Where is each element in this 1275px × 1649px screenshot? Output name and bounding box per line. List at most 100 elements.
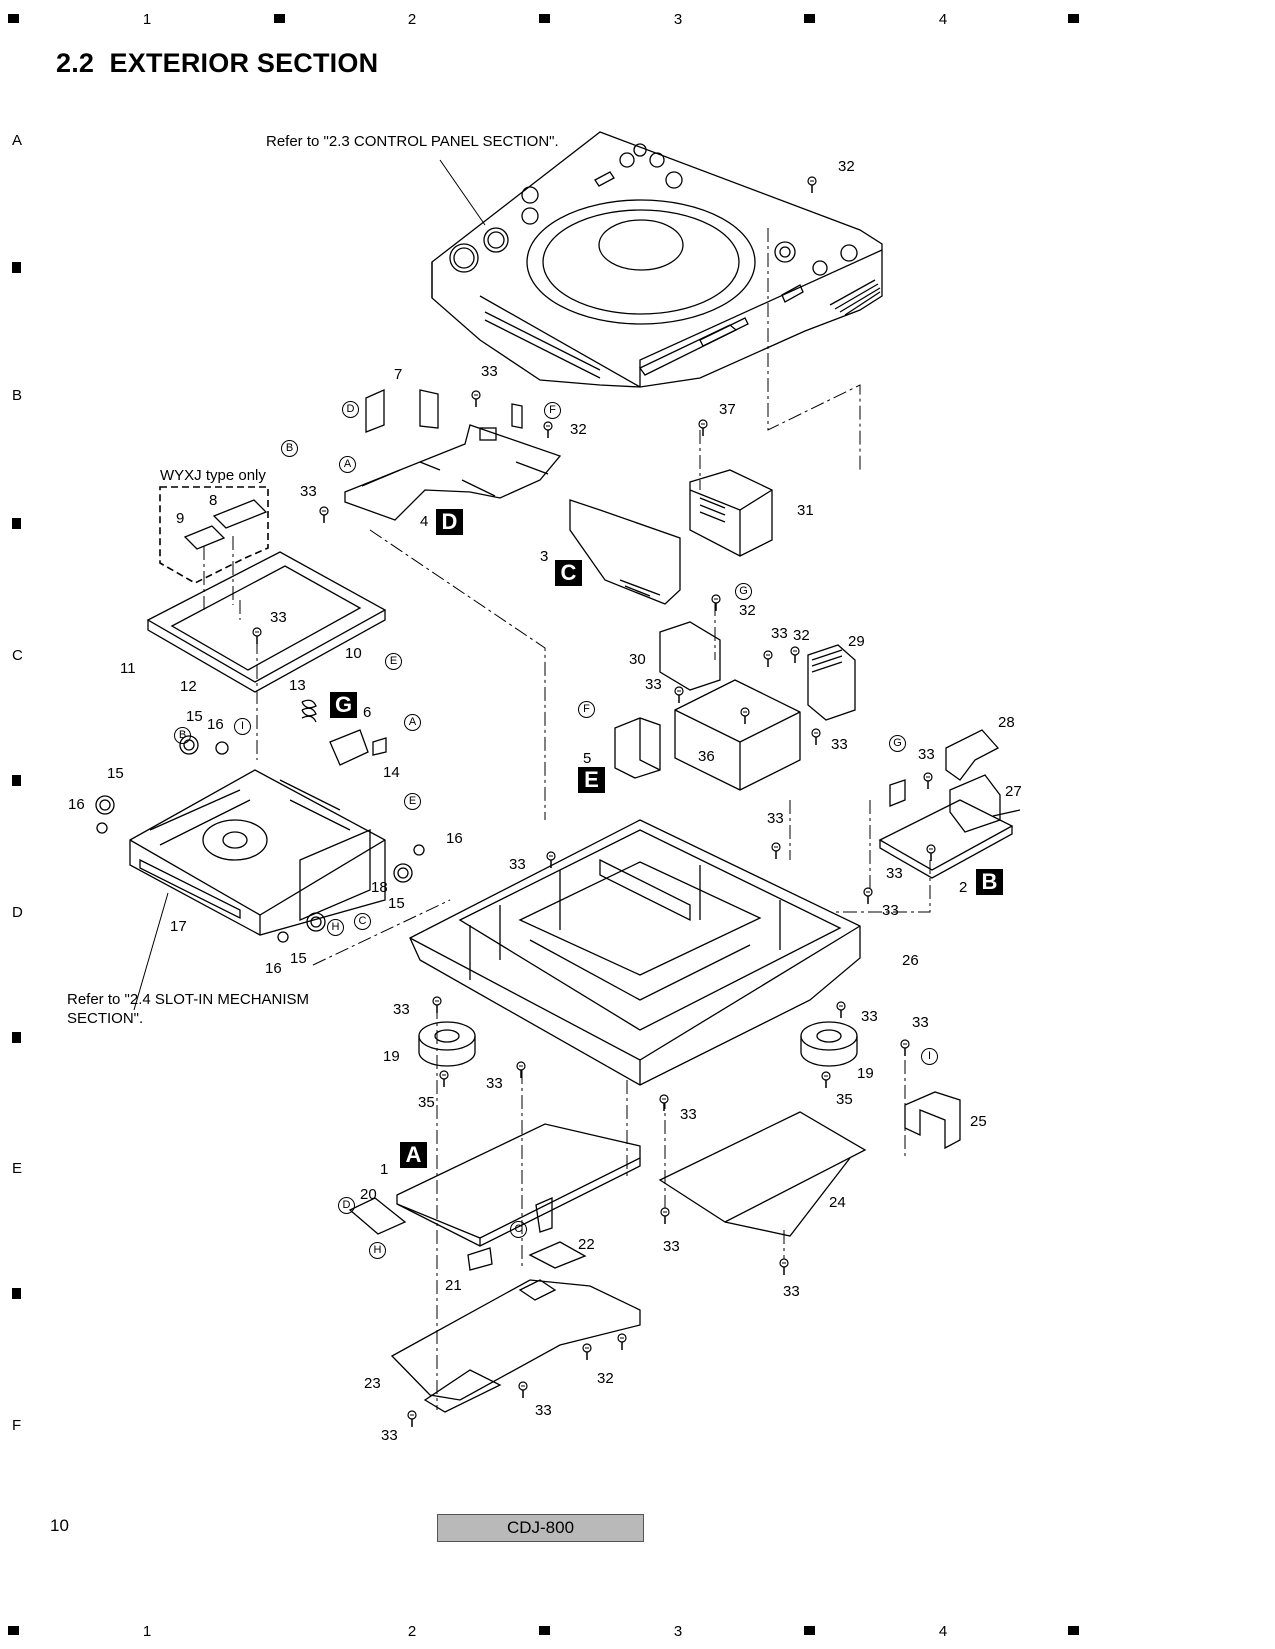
connector-label-E: E xyxy=(404,793,421,810)
connector-label-G: G xyxy=(735,583,752,600)
register-mark xyxy=(1068,14,1079,23)
register-mark xyxy=(8,1626,19,1635)
assembly-label-E: E xyxy=(578,767,605,793)
bottom-chassis xyxy=(409,819,861,1086)
grid-column-top-3: 3 xyxy=(673,11,683,28)
part-number-label: 29 xyxy=(848,633,865,650)
slot-in-reference-note-line2: SECTION". xyxy=(67,1010,144,1027)
part-number-label: 32 xyxy=(838,158,855,175)
part-number-label: 15 xyxy=(290,950,307,967)
part-number-label: 16 xyxy=(207,716,224,733)
part-number-label: 13 xyxy=(289,677,306,694)
register-mark xyxy=(12,775,21,786)
part-number-label: 6 xyxy=(363,704,372,721)
register-mark xyxy=(12,1032,21,1043)
board-D xyxy=(344,388,562,521)
part-number-label: 33 xyxy=(831,736,848,753)
top-cover-plate xyxy=(146,551,387,693)
assembly-label-C: C xyxy=(555,560,582,586)
part-number-label: 33 xyxy=(767,810,784,827)
page-number: 10 xyxy=(50,1516,69,1535)
grid-column-bottom-3: 3 xyxy=(673,1623,683,1640)
board-B xyxy=(878,729,1021,879)
part-number-label: 12 xyxy=(180,678,197,695)
part-number-label: 17 xyxy=(170,918,187,935)
assembly-label-B: B xyxy=(976,869,1003,895)
part-number-label: 33 xyxy=(771,625,788,642)
part-number-label: 33 xyxy=(270,609,287,626)
part-number-label: 28 xyxy=(998,714,1015,731)
part-number-label: 32 xyxy=(793,627,810,644)
connector-label-F: F xyxy=(544,402,561,419)
connector-label-D: D xyxy=(342,401,359,418)
part-number-label: 33 xyxy=(663,1238,680,1255)
grid-row-B: B xyxy=(12,387,23,404)
part-number-label: 33 xyxy=(861,1008,878,1025)
model-name-box: CDJ-800 xyxy=(437,1514,644,1542)
register-mark xyxy=(804,1626,815,1635)
part-number-label: 15 xyxy=(107,765,124,782)
grid-row-C: C xyxy=(12,647,23,664)
part-number-label: 33 xyxy=(680,1106,697,1123)
top-panel-unit xyxy=(431,131,883,388)
grid-row-A: A xyxy=(12,132,23,149)
slot-in-reference-note-line1: Refer to "2.4 SLOT-IN MECHANISM xyxy=(67,991,310,1008)
part-number-label: 33 xyxy=(783,1283,800,1300)
part-number-label: 9 xyxy=(176,510,185,527)
part-number-label: 27 xyxy=(1005,783,1022,800)
part-number-label: 33 xyxy=(300,483,317,500)
part-number-label: 32 xyxy=(597,1370,614,1387)
part-number-label: 16 xyxy=(265,960,282,977)
part-number-label: 7 xyxy=(394,366,403,383)
part-number-label: 32 xyxy=(739,602,756,619)
part-number-label: 1 xyxy=(380,1161,389,1178)
part-number-label: 10 xyxy=(345,645,362,662)
part-number-label: 11 xyxy=(120,660,136,677)
connector-label-B: B xyxy=(281,440,298,457)
register-mark xyxy=(12,1288,21,1299)
part-number-label: 30 xyxy=(629,651,646,668)
part-number-label: 32 xyxy=(570,421,587,438)
part-number-label: 33 xyxy=(886,865,903,882)
part-number-label: 33 xyxy=(481,363,498,380)
part-number-label: 33 xyxy=(645,676,662,693)
assembly-label-D: D xyxy=(436,509,463,535)
part-number-label: 15 xyxy=(388,895,405,912)
assembly-label-A: A xyxy=(400,1142,427,1168)
connector-label-I: I xyxy=(234,718,251,735)
part-number-label: 14 xyxy=(383,764,400,781)
part-number-label: 3 xyxy=(540,548,549,565)
part-number-label: 15 xyxy=(186,708,203,725)
part-number-label: 35 xyxy=(836,1091,853,1108)
part-number-label: 35 xyxy=(418,1094,435,1111)
grid-column-bottom-2: 2 xyxy=(407,1623,417,1640)
part-number-label: 2 xyxy=(959,879,968,896)
connector-label-A: A xyxy=(339,456,356,473)
part-number-label: 33 xyxy=(381,1427,398,1444)
connector-label-G: G xyxy=(889,735,906,752)
grid-row-E: E xyxy=(12,1160,23,1177)
part-number-label: 36 xyxy=(698,748,715,765)
part-number-label: 33 xyxy=(918,746,935,763)
part-number-label: 31 xyxy=(797,502,814,519)
board-C xyxy=(569,499,681,605)
part-number-label: 19 xyxy=(857,1065,874,1082)
part-number-label: 21 xyxy=(445,1277,462,1294)
power-supply-chassis xyxy=(659,621,856,791)
part-number-label: 33 xyxy=(535,1402,552,1419)
connector-label-F: F xyxy=(578,701,595,718)
register-mark xyxy=(804,14,815,23)
grid-column-top-4: 4 xyxy=(938,11,948,28)
register-mark xyxy=(12,518,21,529)
part-number-label: 25 xyxy=(970,1113,987,1130)
connector-label-E: E xyxy=(385,653,402,670)
part-number-label: 16 xyxy=(68,796,85,813)
part-number-label: 4 xyxy=(420,513,429,530)
grid-row-D: D xyxy=(12,904,23,921)
connector-label-I: I xyxy=(921,1048,938,1065)
register-mark xyxy=(12,262,21,273)
part-number-label: 19 xyxy=(383,1048,400,1065)
slot-in-mechanism xyxy=(129,769,386,936)
grid-column-top-1: 1 xyxy=(142,11,152,28)
connector-label-D: D xyxy=(338,1197,355,1214)
